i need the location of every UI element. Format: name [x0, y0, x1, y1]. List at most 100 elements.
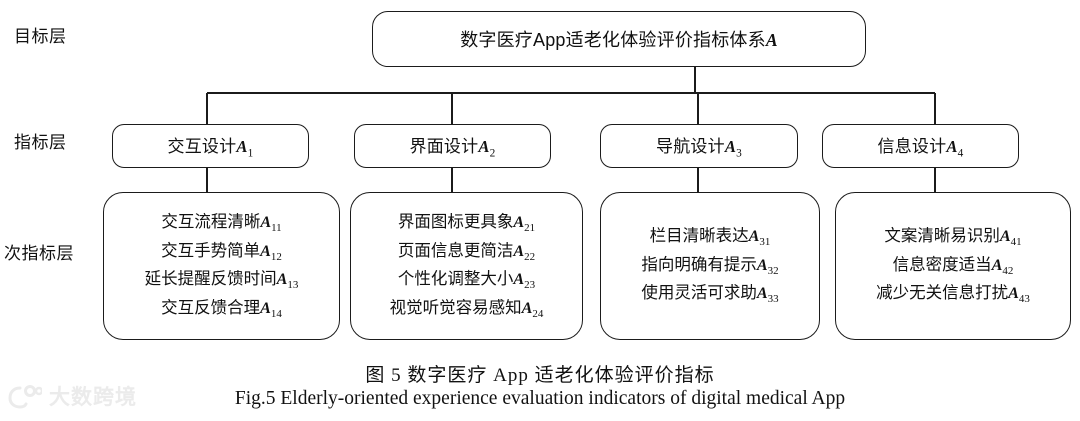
list-item: 使用灵活可求助A33 — [641, 281, 778, 308]
leaf-label: 文案清晰易识别 — [884, 227, 1000, 246]
leaf-index-sub: 42 — [1002, 264, 1014, 277]
node-a4-information-design: 信息设计A4 — [822, 124, 1019, 168]
figure-caption-chinese: 图 5 数字医疗 App 适老化体验评价指标 — [365, 365, 715, 386]
leaf-index-letter: A — [999, 228, 1011, 246]
leaf-label: 指向明确有提示 — [641, 255, 757, 274]
leaf-index: A12 — [260, 242, 282, 263]
list-item: 交互手势简单A12 — [161, 239, 282, 266]
leaf-index-letter: A — [756, 285, 768, 303]
leaf-list-a4: 文案清晰易识别A41 信息密度适当A42 减少无关信息打扰A43 — [846, 224, 1060, 308]
row-label-indicator-layer: 指标层 — [14, 133, 67, 152]
list-item: 页面信息更简洁A22 — [398, 239, 535, 266]
leaf-list-a2: 界面图标更具象A21 页面信息更简洁A22 个性化调整大小A23 视觉听觉容易感… — [361, 210, 572, 322]
leaf-index: A32 — [756, 256, 779, 277]
leaf-index: A23 — [513, 271, 536, 292]
leaf-index-sub: 41 — [1010, 236, 1022, 249]
node-a1-interaction-design: 交互设计A1 — [112, 124, 309, 168]
node-a4-index: A4 — [946, 137, 963, 159]
leaf-index-letter: A — [1008, 285, 1019, 303]
node-a3-text: 导航设计A3 — [656, 132, 742, 159]
node-root-label: 数字医疗App适老化体验评价指标体系 — [460, 30, 766, 50]
leaf-index: A24 — [521, 299, 544, 320]
node-a3-label: 导航设计 — [656, 137, 725, 157]
leaf-index: A43 — [1008, 285, 1030, 305]
node-a3-index: A3 — [724, 137, 742, 159]
leaf-index: A14 — [260, 299, 282, 320]
leaf-label: 个性化调整大小 — [397, 270, 514, 288]
leaf-label: 使用灵活可求助 — [641, 284, 757, 303]
leaf-index-letter: A — [260, 214, 272, 231]
leaf-label: 交互手势简单 — [161, 241, 261, 260]
list-item: 交互流程清晰A11 — [161, 210, 281, 237]
leaf-index-letter: A — [748, 228, 760, 246]
leaf-index-sub: 21 — [524, 222, 536, 235]
node-root-index: A — [765, 30, 778, 50]
leaf-index-letter: A — [276, 271, 288, 288]
node-a1-index: A1 — [236, 137, 253, 159]
leaf-index-letter: A — [513, 271, 525, 288]
node-leaf-group-a2: 界面图标更具象A21 页面信息更简洁A22 个性化调整大小A23 视觉听觉容易感… — [350, 192, 583, 340]
leaf-label: 界面图标更具象 — [397, 213, 514, 231]
leaf-index: A33 — [756, 285, 779, 306]
leaf-index-sub: 12 — [270, 250, 282, 263]
leaf-index-letter: A — [756, 256, 768, 274]
leaf-index-letter: A — [260, 299, 271, 317]
leaf-index-letter: A — [513, 214, 525, 231]
leaf-index: A11 — [260, 214, 282, 235]
leaf-label: 页面信息更简洁 — [397, 241, 514, 260]
list-item: 视觉听觉容易感知A24 — [390, 296, 544, 323]
leaf-index-sub: 24 — [532, 307, 544, 320]
leaf-label: 交互反馈合理 — [161, 298, 261, 317]
leaf-index-sub: 14 — [270, 307, 282, 320]
leaf-list-a1: 交互流程清晰A11 交互手势简单A12 延长提醒反馈时间A13 交互反馈合理A1… — [114, 210, 329, 322]
leaf-index-letter: A — [260, 242, 271, 260]
node-a1-index-letter: A — [236, 137, 248, 157]
node-leaf-group-a1: 交互流程清晰A11 交互手势简单A12 延长提醒反馈时间A13 交互反馈合理A1… — [103, 192, 340, 340]
list-item: 交互反馈合理A14 — [161, 296, 282, 323]
leaf-index: A41 — [999, 228, 1022, 249]
leaf-index-letter: A — [513, 242, 525, 260]
node-leaf-group-a3: 栏目清晰表达A31 指向明确有提示A32 使用灵活可求助A33 — [600, 192, 820, 340]
list-item: 延长提醒反馈时间A13 — [145, 267, 299, 294]
node-a4-index-sub: 4 — [957, 147, 964, 160]
list-item: 栏目清晰表达A31 — [650, 224, 771, 251]
node-a2-label: 界面设计 — [409, 137, 479, 157]
leaf-index: A13 — [276, 271, 299, 291]
node-a2-index-letter: A — [478, 137, 490, 157]
node-a4-label: 信息设计 — [877, 137, 947, 157]
list-item: 文案清晰易识别A41 — [884, 224, 1021, 251]
leaf-index: A31 — [748, 228, 771, 248]
list-item: 界面图标更具象A21 — [398, 210, 535, 237]
node-a4-index-letter: A — [946, 137, 958, 157]
node-a2-index: A2 — [478, 137, 495, 159]
node-leaf-group-a4: 文案清晰易识别A41 信息密度适当A42 减少无关信息打扰A43 — [835, 192, 1071, 340]
node-a3-index-sub: 3 — [736, 147, 742, 160]
node-a2-index-sub: 2 — [489, 147, 496, 160]
leaf-label: 交互流程清晰 — [161, 213, 261, 231]
leaf-index-sub: 11 — [271, 222, 282, 235]
leaf-index: A42 — [992, 257, 1014, 277]
leaf-label: 延长提醒反馈时间 — [144, 270, 277, 288]
leaf-index-sub: 32 — [767, 264, 779, 277]
leaf-index-letter: A — [521, 299, 533, 317]
leaf-label: 视觉听觉容易感知 — [389, 298, 522, 317]
leaf-index-sub: 33 — [767, 293, 779, 306]
leaf-label: 信息密度适当 — [892, 255, 992, 274]
node-a2-interface-design: 界面设计A2 — [354, 124, 551, 168]
leaf-index-sub: 23 — [524, 279, 536, 292]
node-a1-text: 交互设计A1 — [168, 132, 254, 159]
node-a3-index-letter: A — [724, 137, 737, 157]
leaf-list-a3: 栏目清晰表达A31 指向明确有提示A32 使用灵活可求助A33 — [611, 224, 809, 308]
node-a1-label: 交互设计 — [167, 137, 237, 157]
list-item: 个性化调整大小A23 — [398, 267, 535, 294]
leaf-index-sub: 22 — [524, 250, 536, 263]
leaf-index: A22 — [513, 242, 536, 263]
row-label-goal-layer: 目标层 — [14, 27, 67, 46]
list-item: 减少无关信息打扰A43 — [876, 281, 1030, 308]
leaf-label: 减少无关信息打扰 — [876, 284, 1009, 303]
list-item: 指向明确有提示A32 — [641, 253, 778, 280]
leaf-index: A21 — [513, 214, 536, 235]
node-a1-index-sub: 1 — [247, 147, 254, 160]
